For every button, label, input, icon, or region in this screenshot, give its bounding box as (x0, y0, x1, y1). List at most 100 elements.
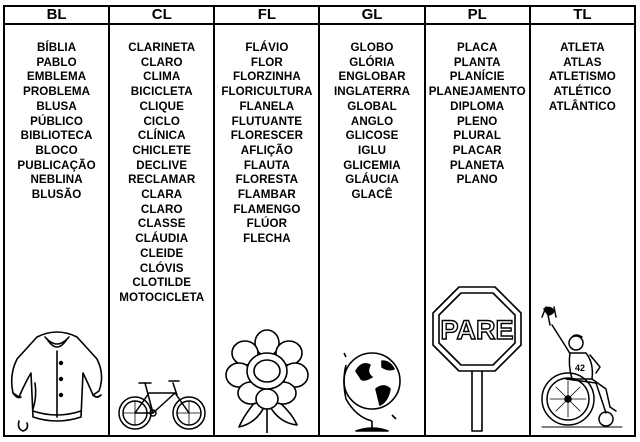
word-item: GLICEMIA (343, 158, 401, 172)
word-item: PLENO (456, 114, 498, 128)
word-item: PLANEJAMENTO (428, 85, 526, 99)
word-item: FLANELA (239, 99, 295, 113)
header-row: BL CL FL GL PL TL (2, 5, 637, 25)
word-item: BICICLETA (130, 85, 193, 99)
word-item: GLOBO (350, 41, 394, 54)
word-item: PABLO (36, 55, 77, 69)
word-item: PROBLEMA (23, 85, 91, 99)
word-item: FLAUTA (243, 158, 290, 172)
word-item: CLÍNICA (137, 129, 186, 143)
word-item: PLANÍCIE (449, 70, 505, 84)
word-item: CLARO (140, 55, 183, 69)
word-item: BÍBLIA (36, 41, 77, 54)
word-item: CLOTILDE (132, 276, 192, 290)
word-item: EMBLEMA (26, 70, 87, 84)
word-item: GLOBAL (347, 99, 397, 113)
word-item: FLECHA (243, 232, 291, 246)
word-item: IGLU (358, 143, 387, 157)
illustration-gl (320, 339, 423, 435)
word-item: GLÁUCIA (345, 173, 399, 187)
word-item: CLARA (141, 188, 183, 202)
word-item: ENGLOBAR (338, 70, 406, 84)
word-item: GLÓRIA (349, 55, 395, 69)
word-item: ATLÂNTICO (548, 99, 616, 113)
column-header-pl: PL (423, 5, 531, 25)
word-item: CLEIDE (140, 246, 184, 260)
word-item: FLAMBAR (237, 188, 296, 202)
wheelchair-athlete-icon: 42 (541, 306, 623, 428)
word-item: ATLETA (560, 41, 605, 54)
word-item: PLANETA (449, 158, 505, 172)
illustration-cl (110, 375, 213, 435)
word-item: PLANO (456, 173, 498, 187)
word-item: FLORESCER (230, 129, 304, 143)
word-item: PÚBLICO (30, 114, 84, 128)
word-item: PLANTA (453, 55, 501, 69)
word-item: FLÁVIO (245, 41, 289, 54)
illustration-bl (5, 325, 108, 435)
column-header-tl: TL (528, 5, 637, 25)
illustration-pl: PARE (426, 283, 529, 435)
word-item: CLASSE (137, 217, 186, 231)
word-item: NEBLINA (30, 173, 83, 187)
word-item: FLUTUANTE (231, 114, 303, 128)
word-item: PLACAR (452, 143, 502, 157)
word-item: BLOCO (35, 143, 78, 157)
flower-icon (225, 329, 309, 433)
word-item: FLORESTA (235, 173, 299, 187)
word-item: CLÓVIS (139, 261, 184, 275)
word-item: AFLIÇÃO (240, 143, 293, 157)
column-header-fl: FL (213, 5, 321, 25)
illustration-tl: 42 (531, 303, 634, 435)
word-item: BIBLIOTECA (20, 129, 93, 143)
sweater-icon (10, 331, 102, 432)
word-item: MOTOCICLETA (119, 290, 205, 304)
word-item: CHICLETE (132, 143, 192, 157)
word-item: FLAMENGO (233, 202, 301, 216)
word-item: FLORZINHA (232, 70, 301, 84)
word-item: FLORICULTURA (221, 85, 313, 99)
column-header-cl: CL (108, 5, 216, 25)
word-item: ATLÉTICO (553, 85, 612, 99)
word-item: ATLAS (563, 55, 602, 69)
stop-sign-text: PARE (441, 315, 514, 345)
column-header-bl: BL (2, 5, 111, 25)
column-header-gl: GL (318, 5, 426, 25)
word-item: PUBLICAÇÃO (17, 158, 96, 172)
stop-sign-icon: PARE (432, 286, 523, 432)
word-item: CLARO (140, 202, 183, 216)
word-item: CLIMA (143, 70, 181, 84)
word-item: BLUSA (36, 99, 77, 113)
word-item: FLOR (250, 55, 283, 69)
word-item: ANGLO (350, 114, 394, 128)
word-item: PLACA (456, 41, 498, 54)
word-item: GLICOSE (345, 129, 399, 143)
word-item: BLUSÃO (31, 188, 82, 202)
word-item: INGLATERRA (333, 85, 411, 99)
bicycle-icon (117, 380, 206, 430)
word-item: CLARINETA (128, 41, 196, 54)
word-item: PLURAL (453, 129, 502, 143)
word-item: GLACÊ (351, 188, 393, 202)
athlete-number: 42 (575, 363, 585, 373)
word-item: ATLETISMO (548, 70, 616, 84)
word-item: RECLAMAR (128, 173, 196, 187)
word-item: DECLIVE (136, 158, 188, 172)
globe-icon (343, 352, 401, 432)
word-item: DIPLOMA (450, 99, 505, 113)
